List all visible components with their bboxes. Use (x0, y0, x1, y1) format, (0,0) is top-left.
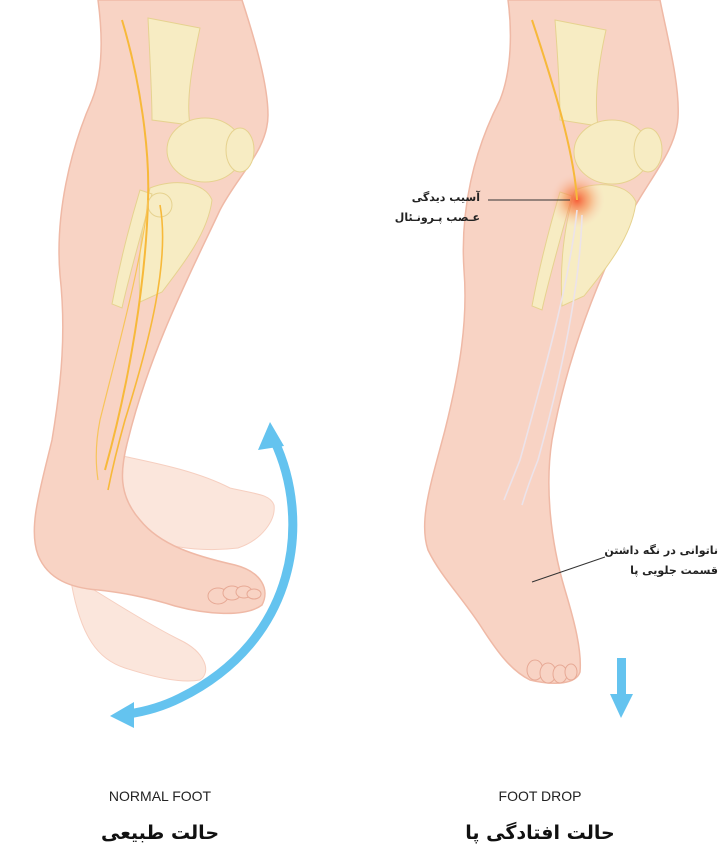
nerve-injury-annotation: آسیب دیدگی عـصب پـرونـئال (380, 188, 480, 228)
normal-foot-caption-en: NORMAL FOOT (40, 788, 280, 804)
nerve-injury-line2: عـصب پـرونـئال (380, 208, 480, 228)
nerve-injury-line1: آسیب دیدگی (380, 188, 480, 208)
drop-down-arrow (610, 658, 633, 718)
weakness-annotation: ناتوانی در نگه داشتن قسمت جلویی پا (600, 541, 718, 581)
normal-patella (226, 128, 254, 172)
arrowhead-up (258, 422, 284, 450)
normal-foot-caption-fa: حالت طبیعی (40, 822, 280, 844)
arrowhead-left (110, 702, 134, 728)
drop-patella (634, 128, 662, 172)
foot-drop-caption-en: FOOT DROP (420, 788, 660, 804)
weakness-line1: ناتوانی در نگه داشتن (600, 541, 718, 561)
normal-foot-figure (34, 0, 274, 681)
weakness-line2: قسمت جلویی پا (600, 561, 718, 581)
foot-drop-caption-fa: حالت افتادگی پا (420, 822, 660, 844)
